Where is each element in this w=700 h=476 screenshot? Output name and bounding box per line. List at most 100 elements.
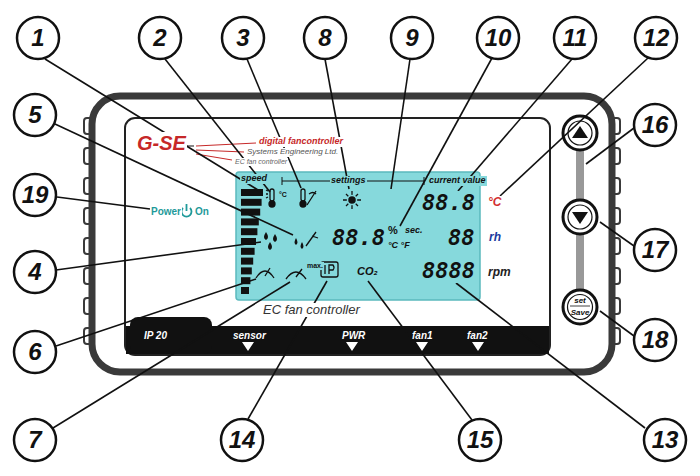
callout-number: 3	[236, 25, 249, 51]
buttons	[572, 212, 588, 224]
leader-lines	[53, 282, 290, 428]
callout-circles	[14, 331, 56, 373]
callout-circles	[304, 17, 346, 59]
lcd-icons	[269, 201, 275, 207]
callout-circles	[634, 229, 676, 271]
unit-symbol: °C	[278, 191, 288, 199]
leader-lines	[56, 279, 256, 346]
digit-display: 8888	[422, 259, 475, 283]
callout-number: 13	[652, 427, 679, 453]
callout-circles	[14, 174, 56, 216]
callout-number: 19	[22, 182, 49, 208]
buttons	[563, 290, 597, 324]
lcd-icons	[295, 238, 304, 249]
settings-bracket	[282, 177, 424, 185]
lcd-icons	[286, 269, 306, 279]
front-panel	[125, 118, 550, 355]
leader-lines	[391, 59, 410, 189]
button-label: Save	[571, 309, 590, 318]
unit-symbol: max.	[306, 262, 324, 270]
lcd-icons	[306, 232, 318, 246]
callout-number: 18	[642, 327, 669, 353]
lcd-display	[236, 172, 480, 300]
connector-label: sensor	[232, 330, 267, 341]
digit-display: 88.8	[332, 226, 385, 250]
company-name: Systems Engineering Ltd.	[246, 148, 339, 157]
leader-lines	[458, 59, 572, 191]
button-label: set	[574, 297, 586, 306]
callout-circles	[554, 17, 596, 59]
connector-label: PWR	[341, 330, 366, 341]
buttons	[570, 306, 590, 307]
leader-lines	[165, 59, 270, 192]
leader-lines	[600, 222, 634, 246]
callout-circles	[635, 17, 677, 59]
unit-label: rh	[488, 231, 502, 244]
callout-number: 1	[31, 25, 44, 51]
lcd-icons	[256, 189, 391, 279]
callout-number: 11	[563, 25, 588, 51]
callout-circles	[477, 17, 519, 59]
lcd-icons	[300, 201, 306, 207]
lcd-icons	[307, 191, 316, 205]
callout-circles	[634, 104, 676, 146]
unit-symbol: %	[387, 224, 399, 236]
lcd-icons	[343, 191, 361, 209]
callout-number: 9	[405, 25, 418, 51]
power-led	[186, 204, 188, 211]
unit-label: °C	[487, 196, 502, 209]
connector-label: fan2	[466, 330, 489, 341]
callout-circles	[222, 17, 264, 59]
leader-lines	[57, 197, 150, 209]
speed-bar	[241, 199, 262, 206]
lcd-caption: speed	[240, 174, 268, 184]
callout-circles	[644, 419, 686, 461]
callout-circles	[391, 17, 433, 59]
lcd-icons	[325, 265, 334, 274]
connector-strip	[242, 342, 484, 351]
buttons	[563, 200, 597, 234]
speed-bar	[241, 258, 253, 265]
leader-lines	[247, 59, 301, 188]
speed-bar	[241, 267, 252, 274]
product-name: EC fan controller	[234, 158, 288, 166]
callout-circles	[139, 17, 181, 59]
speed-bar	[241, 218, 259, 225]
lcd-caption: settings	[330, 176, 367, 186]
callout-number: 12	[643, 25, 670, 51]
connector-strip	[126, 317, 549, 354]
leader-lines	[248, 281, 327, 419]
sensor-symbol: CO₂	[356, 265, 379, 277]
callout-circles	[14, 419, 56, 461]
leader-lines	[56, 242, 261, 270]
lcd-icons	[383, 192, 391, 208]
digit-display: 88	[448, 226, 475, 250]
callout-number: 4	[28, 259, 41, 285]
leader-lines	[456, 283, 645, 428]
callout-number: 14	[229, 427, 256, 453]
unit-symbol: °C °F	[387, 241, 411, 251]
lcd-icons	[264, 232, 277, 250]
buttons	[563, 116, 597, 324]
unit-label: rpm	[487, 266, 512, 279]
callout-number: 8	[318, 25, 331, 51]
lcd-caption: current value	[428, 176, 487, 186]
callout-circles	[634, 319, 676, 361]
callout-number: 6	[28, 339, 41, 365]
lcd-icons	[270, 189, 274, 201]
callout-number: 16	[642, 112, 669, 138]
leader-lines	[45, 59, 258, 190]
leader-lines	[400, 58, 492, 226]
lcd-icons	[256, 268, 274, 278]
leader-lines	[500, 58, 648, 196]
speed-bar	[241, 248, 255, 255]
lcd-icons	[266, 190, 268, 198]
digit-display: 88.8	[422, 191, 475, 215]
housing	[92, 96, 612, 372]
callout-number: 17	[642, 237, 669, 263]
callout-number: 2	[153, 25, 166, 51]
lcd-icons	[348, 196, 357, 205]
power-label: Power	[150, 206, 182, 217]
callout-number: 10	[485, 25, 512, 51]
